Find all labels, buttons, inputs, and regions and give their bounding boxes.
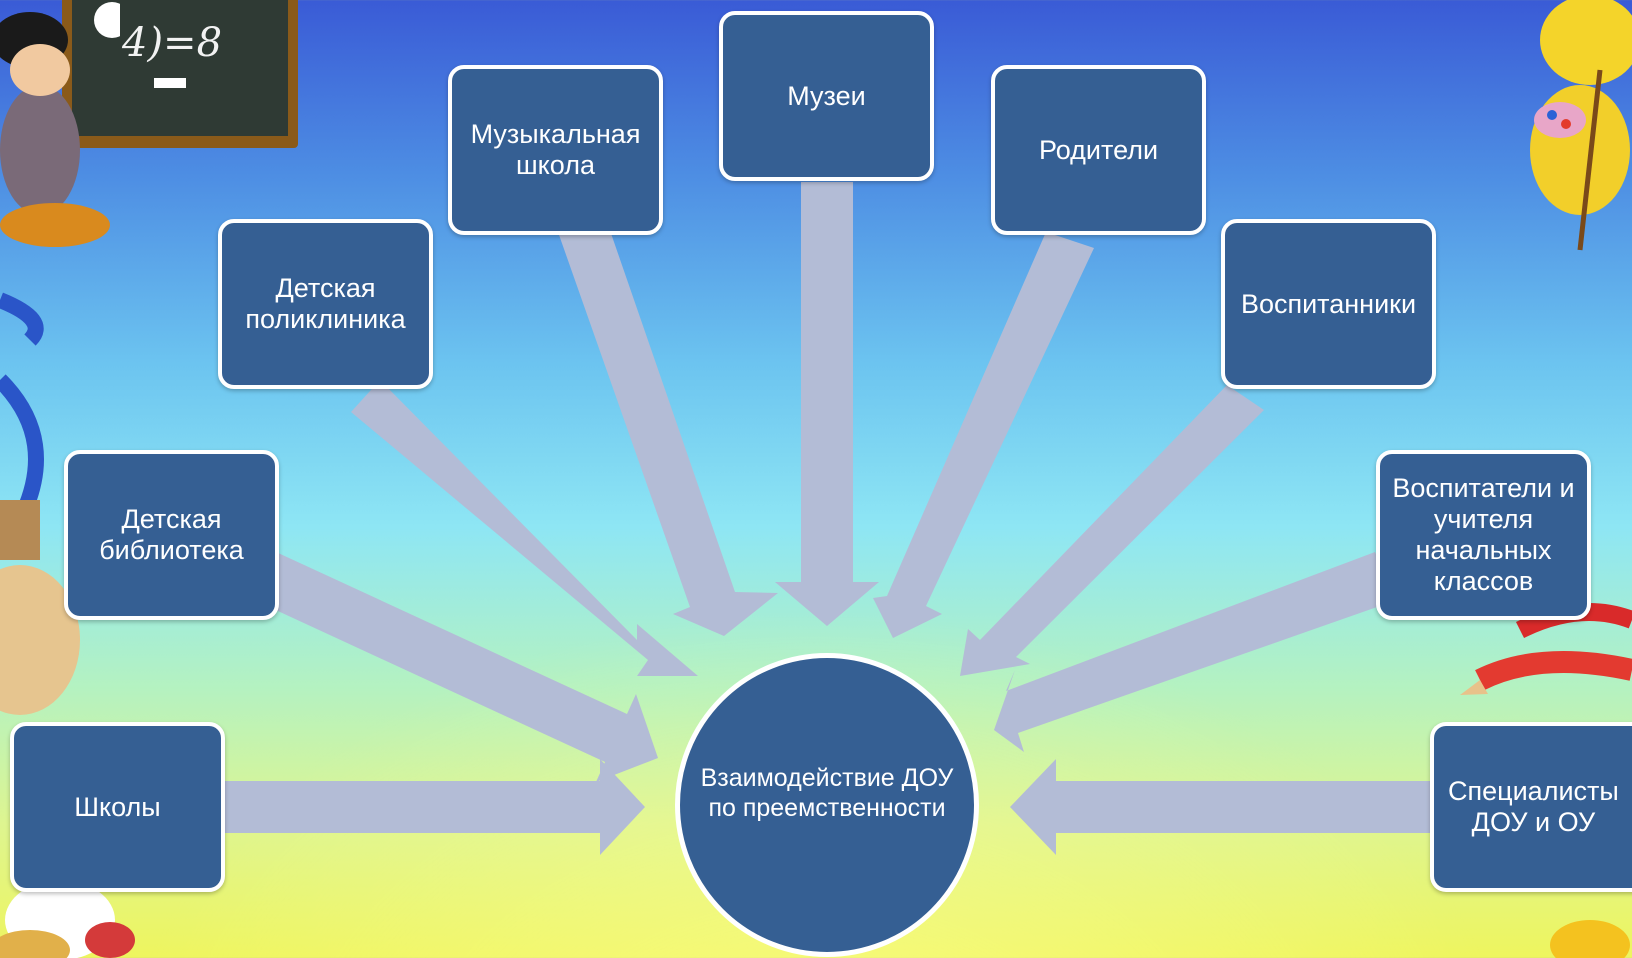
blue-swirl-decoration bbox=[0, 292, 44, 520]
node-specialists: Специалисты ДОУ и ОУ bbox=[1430, 722, 1632, 892]
node-parents: Родители bbox=[991, 65, 1206, 235]
node-childrens-library: Детская библиотека bbox=[64, 450, 279, 620]
cartoon-bird-illustration bbox=[1530, 0, 1632, 251]
node-music-school: Музыкальная школа bbox=[448, 65, 663, 235]
arrow-schools-to-center bbox=[220, 759, 645, 855]
node-pupils: Воспитанники bbox=[1221, 219, 1436, 389]
arrow-specialists-to-center bbox=[1010, 759, 1430, 855]
arrow-pupils-to-center bbox=[960, 385, 1264, 676]
arrow-teachers-to-center bbox=[994, 552, 1397, 752]
node-childrens-clinic: Детская поликлиника bbox=[218, 219, 433, 389]
cartoon-character-bottom-right bbox=[1550, 920, 1630, 958]
arrow-library-to-center bbox=[254, 552, 658, 782]
arrow-museums-to-center bbox=[775, 182, 879, 626]
chalkboard: 4)=8 bbox=[62, 0, 298, 148]
chalkboard-text: 4)=8 bbox=[122, 20, 223, 66]
node-museums: Музеи bbox=[719, 11, 934, 181]
cartoon-mouse-illustration bbox=[0, 2, 120, 247]
node-schools: Школы bbox=[10, 722, 225, 892]
node-teachers: Воспитатели и учителя начальных классов bbox=[1376, 450, 1591, 620]
center-node: Взаимодействие ДОУ по преемственности bbox=[675, 653, 979, 957]
arrow-clinic-to-center bbox=[351, 380, 698, 676]
arrow-music-school-to-center bbox=[558, 216, 778, 636]
arrow-parents-to-center bbox=[873, 232, 1094, 638]
